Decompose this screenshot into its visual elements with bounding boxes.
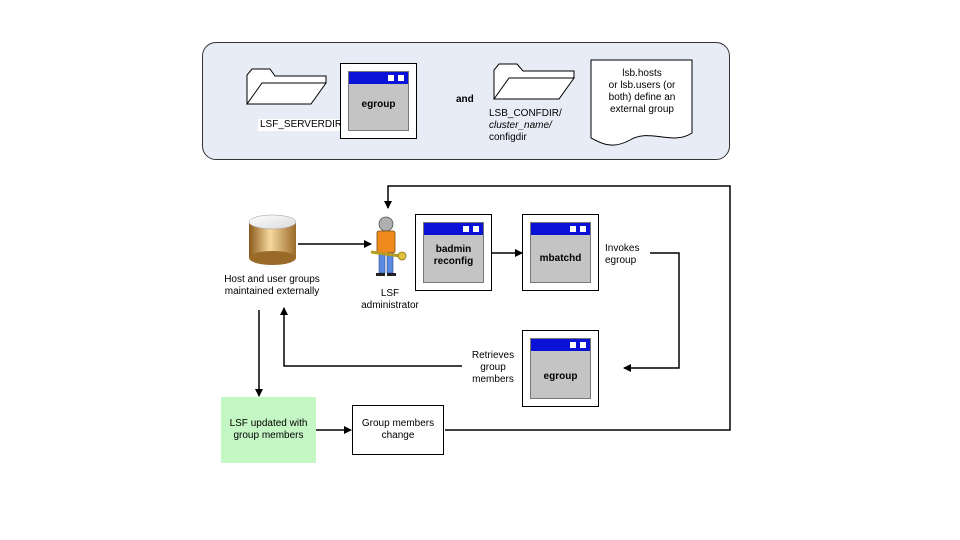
- administrator-icon: [370, 216, 407, 276]
- folder-icon: [493, 63, 575, 100]
- folder-icon: [246, 68, 327, 105]
- and-label: and: [456, 94, 474, 105]
- badmin-label: badmin: [435, 244, 472, 255]
- egroup-label: egroup: [361, 99, 396, 110]
- administrator-caption: LSF administrator: [361, 288, 419, 311]
- document-icon: [590, 59, 693, 146]
- window-button-icon: [388, 75, 394, 81]
- arrow-invokes-egroup: [623, 252, 680, 372]
- egroup-label: egroup: [543, 371, 578, 382]
- window-button-icon: [398, 75, 404, 81]
- window-title-bar: [349, 72, 408, 84]
- lsf-updated-box: LSF updated with group members: [221, 397, 316, 463]
- database-caption: Host and user groups maintained external…: [224, 274, 320, 297]
- window-title-bar: [424, 223, 483, 235]
- arrow-change-to-admin: [384, 185, 731, 431]
- database-icon: [248, 214, 297, 265]
- invokes-label: Invokes egroup: [605, 243, 640, 266]
- egroup-window: egroup: [522, 330, 599, 407]
- window-button-icon: [580, 226, 586, 232]
- window-button-icon: [580, 342, 586, 348]
- retrieves-label: Retrieves group members: [471, 350, 515, 385]
- window-button-icon: [463, 226, 469, 232]
- confdir-label: LSB_CONFDIR/ cluster_name/ configdir: [489, 108, 562, 143]
- window-title-bar: [531, 223, 590, 235]
- window-button-icon: [570, 226, 576, 232]
- folder-label-serverdir: LSF_SERVERDIR: [258, 119, 345, 131]
- window-title-bar: [531, 339, 590, 351]
- window-button-icon: [570, 342, 576, 348]
- group-members-change-box: Group members change: [352, 405, 444, 455]
- reconfig-label: reconfig: [433, 256, 474, 267]
- document-text: lsb.hosts or lsb.users (or both) define …: [608, 68, 676, 115]
- arrow-retrieves-members: [280, 307, 462, 367]
- window-button-icon: [473, 226, 479, 232]
- egroup-window-top: egroup: [340, 63, 417, 139]
- mbatchd-label: mbatchd: [539, 253, 582, 264]
- mbatchd-window: mbatchd: [522, 214, 599, 291]
- badmin-reconfig-window: badmin reconfig: [415, 214, 492, 291]
